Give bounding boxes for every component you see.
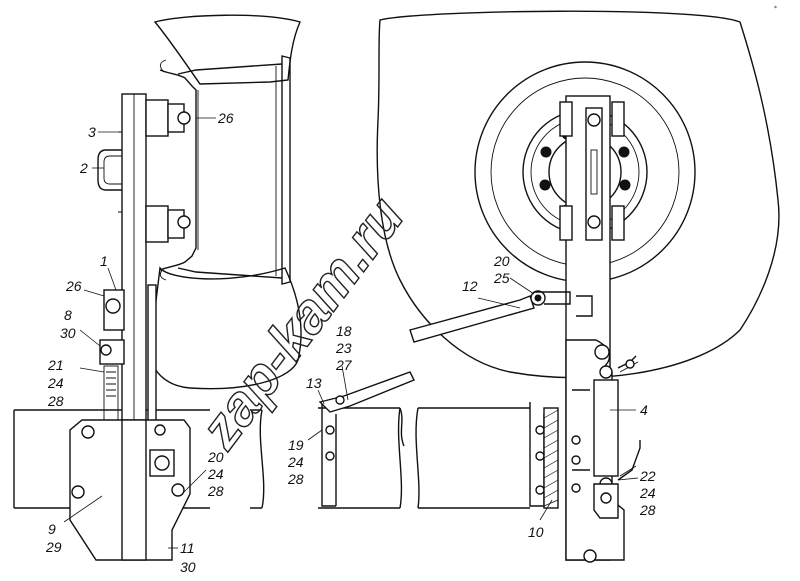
callout-29: 29 — [45, 539, 62, 555]
frame-mounting-plate — [69, 419, 191, 561]
callout-20-right: 20 — [493, 253, 510, 269]
callout-28-left: 28 — [47, 393, 64, 409]
callout-28-middle-left: 28 — [207, 483, 224, 499]
callout-1: 1 — [100, 253, 108, 269]
callout-30-lower: 30 — [180, 559, 196, 575]
spare-tyre-left — [149, 14, 302, 390]
callout-30-upper: 30 — [60, 325, 76, 341]
callout-22: 22 — [639, 468, 656, 484]
callout-11: 11 — [180, 540, 195, 556]
callout-3: 3 — [88, 124, 96, 140]
callout-26-upper: 26 — [217, 110, 234, 126]
leader-lines — [63, 117, 639, 549]
callout-12: 12 — [462, 278, 478, 294]
callout-9: 9 — [48, 521, 56, 537]
callout-20-left: 20 — [207, 449, 224, 465]
callout-18: 18 — [336, 323, 352, 339]
callout-25: 25 — [493, 270, 510, 286]
callout-28-right: 28 — [639, 502, 656, 518]
handle-2 — [97, 149, 122, 191]
callout-26-middle: 26 — [65, 278, 82, 294]
right-rear-view — [376, 10, 780, 563]
left-side-view — [13, 14, 302, 561]
callout-24-left: 24 — [47, 375, 64, 391]
callout-24-middle-left: 24 — [207, 466, 224, 482]
callout-21: 21 — [47, 357, 64, 373]
callout-4: 4 — [640, 402, 648, 418]
corner-mark: * — [774, 5, 777, 12]
callout-24-middle: 24 — [287, 454, 304, 470]
callout-10: 10 — [528, 524, 544, 540]
hatched-pad-10 — [543, 409, 559, 507]
callout-28-middle: 28 — [287, 471, 304, 487]
callout-13: 13 — [306, 375, 322, 391]
callout-24-right: 24 — [639, 485, 656, 501]
callout-8: 8 — [64, 307, 72, 323]
callout-labels: 26 3 2 1 26 8 30 21 24 28 9 29 11 30 20 … — [45, 110, 656, 575]
callout-2: 2 — [79, 160, 88, 176]
callout-27: 27 — [335, 357, 353, 373]
frame-beam-left — [13, 409, 265, 509]
middle-view — [318, 371, 545, 509]
callout-19: 19 — [288, 437, 304, 453]
callout-23: 23 — [335, 340, 352, 356]
